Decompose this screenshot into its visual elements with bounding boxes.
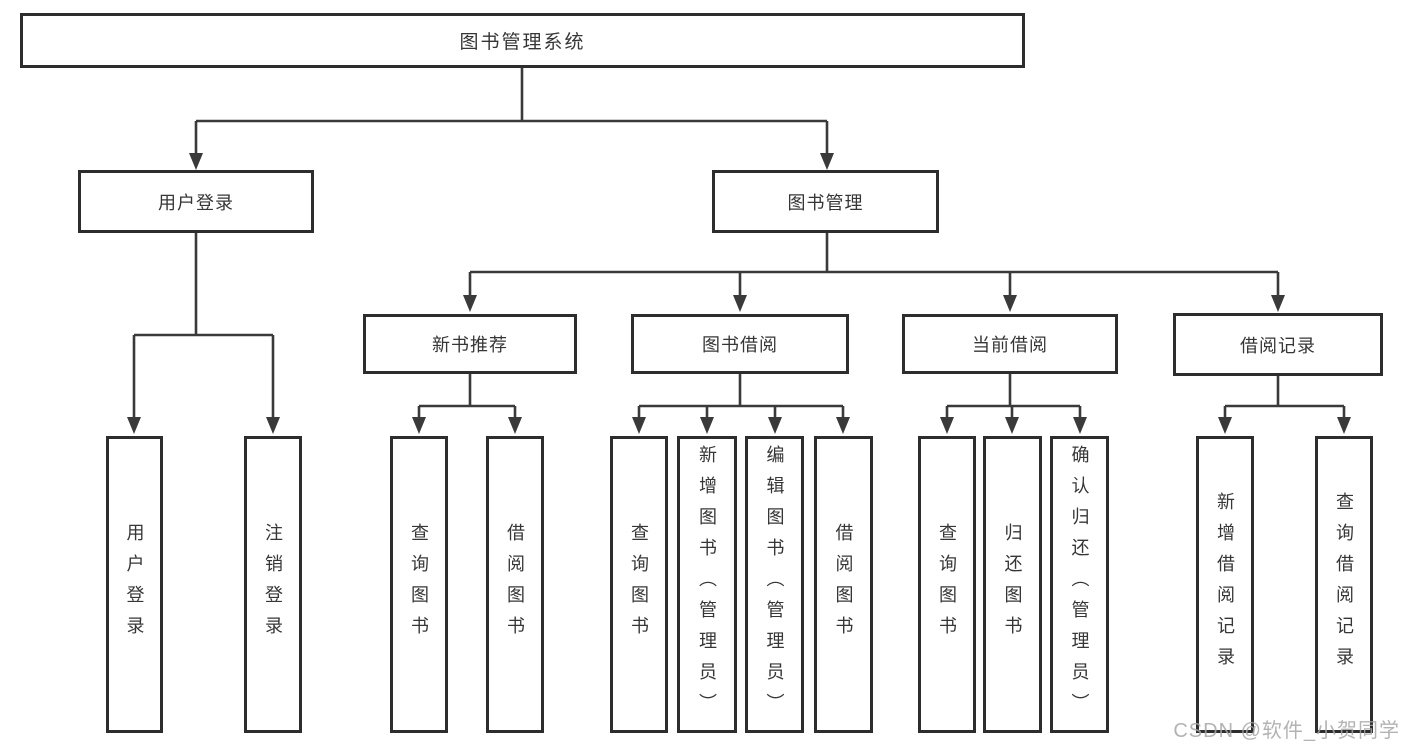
leaf-label: 借阅图书 [505,522,525,647]
connector-user-login-to-leaves [127,233,280,434]
csdn-watermark: CSDN @软件_小贺同学 [1173,720,1400,742]
leaf-query-borrow-record: 查询借阅记录 [1315,436,1373,733]
leaf-return-books: 归还图书 [983,436,1042,733]
leaf-query-books-recommend: 查询图书 [390,436,448,733]
leaf-label: 确认归还（管理员） [1069,445,1090,724]
leaf-label: 新增图书（管理员） [697,445,717,724]
leaf-logout-login: 注销登录 [244,436,302,733]
leaf-user-login: 用户登录 [106,436,163,733]
connector-current-borrowing-to-leaves [940,374,1087,434]
node-book-borrowing: 图书借阅 [631,314,849,374]
leaf-borrow-books-borrowing: 借阅图书 [814,436,873,733]
connector-borrow-records-to-leaves [1218,376,1351,434]
leaf-confirm-return-admin: 确认归还（管理员） [1050,436,1109,733]
node-current-borrowing: 当前借阅 [902,314,1118,374]
node-borrow-records: 借阅记录 [1173,313,1383,376]
leaf-label: 查询图书 [629,522,649,647]
leaf-label: 查询图书 [409,522,429,647]
node-root-library-management-system: 图书管理系统 [20,13,1025,68]
node-new-book-recommend: 新书推荐 [363,314,577,374]
leaf-label: 注销登录 [263,522,283,647]
leaf-add-books-admin: 新增图书（管理员） [677,436,737,733]
connector-new-book-recommend-to-leaves [412,374,522,434]
node-user-login: 用户登录 [78,170,314,233]
node-book-management: 图书管理 [712,170,939,233]
leaf-query-books-borrowing: 查询图书 [610,436,668,733]
leaf-label: 查询图书 [937,522,957,647]
leaf-label: 借阅图书 [833,522,854,647]
leaf-label: 用户登录 [124,522,145,647]
connector-root-to-level2 [189,68,834,170]
leaf-label: 编辑图书（管理员） [764,445,785,724]
leaf-label: 查询借阅记录 [1334,491,1354,678]
leaf-label: 新增借阅记录 [1215,491,1235,678]
leaf-add-borrow-record: 新增借阅记录 [1196,436,1254,733]
leaf-borrow-books-recommend: 借阅图书 [486,436,544,733]
connector-book-management-to-level3 [463,233,1285,312]
leaf-query-books-current: 查询图书 [918,436,976,733]
leaf-edit-books-admin: 编辑图书（管理员） [745,436,804,733]
connector-book-borrowing-to-leaves [632,374,850,434]
leaf-label: 归还图书 [1002,522,1023,647]
